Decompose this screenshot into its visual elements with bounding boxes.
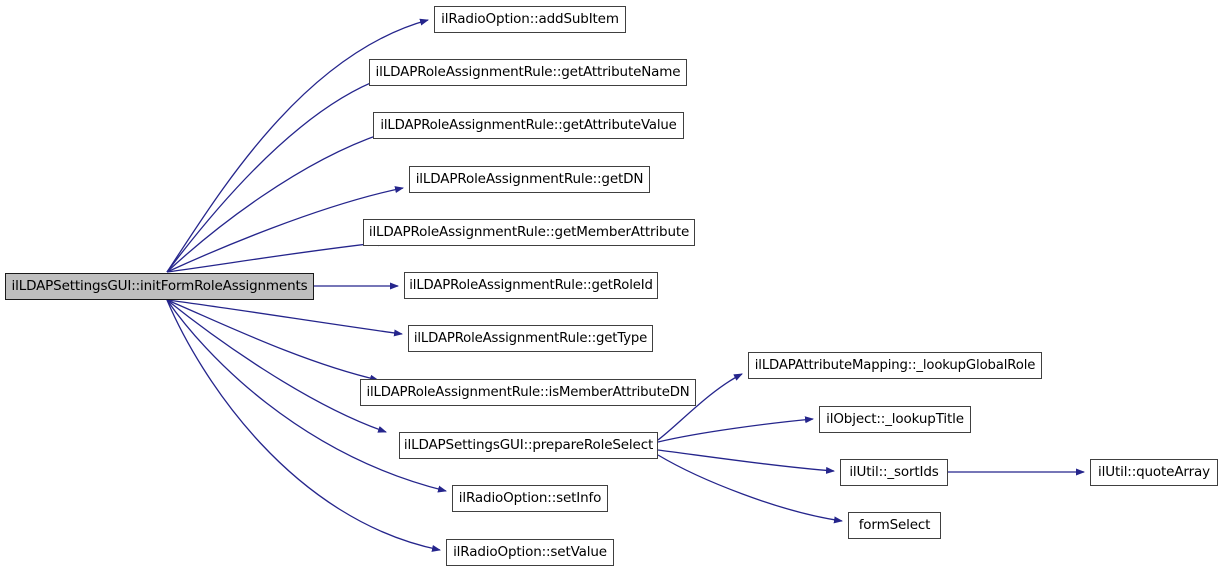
graph-node-label: ilUtil::quoteArray [1098,463,1210,480]
graph-node-getDN[interactable]: ilLDAPRoleAssignmentRule::getDN [409,166,650,193]
graph-node-sortIds[interactable]: ilUtil::_sortIds [840,459,948,486]
call-edge [657,416,814,443]
call-edge [166,239,387,273]
call-edge [166,299,403,337]
graph-node-lookupTitle[interactable]: ilObject::_lookupTitle [819,406,971,433]
call-edge [166,299,387,433]
graph-node-label: ilLDAPAttributeMapping::_lookupGlobalRol… [754,357,1036,373]
graph-node-setValue[interactable]: ilRadioOption::setValue [446,539,614,566]
call-edge [166,299,379,382]
graph-node-setInfo[interactable]: ilRadioOption::setInfo [452,485,608,512]
graph-node-getRoleId[interactable]: ilLDAPRoleAssignmentRule::getRoleId [404,272,658,299]
graph-node-label: ilUtil::_sortIds [849,463,939,480]
call-edge [657,454,843,524]
graph-node-lookupGlobalRole[interactable]: ilLDAPAttributeMapping::_lookupGlobalRol… [748,352,1042,379]
graph-node-label: ilLDAPSettingsGUI::initFormRoleAssignmen… [11,277,308,294]
graph-node-label: ilLDAPRoleAssignmentRule::getType [413,330,648,346]
call-edge [166,131,388,273]
call-edge [166,77,384,273]
graph-node-label: formSelect [858,516,931,533]
call-edge [166,299,441,552]
graph-node-addSubItem[interactable]: ilRadioOption::addSubItem [434,6,626,33]
graph-node-label: ilLDAPRoleAssignmentRule::getRoleId [409,277,653,293]
graph-node-label: ilRadioOption::addSubItem [441,10,619,27]
graph-node-quoteArray[interactable]: ilUtil::quoteArray [1090,459,1218,486]
graph-node-getAttributeName[interactable]: ilLDAPRoleAssignmentRule::getAttributeNa… [369,59,687,86]
graph-node-label: ilLDAPRoleAssignmentRule::getMemberAttri… [368,223,690,240]
call-edge [657,449,835,474]
graph-node-getAttributeValue[interactable]: ilLDAPRoleAssignmentRule::getAttributeVa… [373,112,684,139]
graph-node-prepareRoleSelect[interactable]: ilLDAPSettingsGUI::prepareRoleSelect [399,432,658,459]
graph-node-getType[interactable]: ilLDAPRoleAssignmentRule::getType [408,325,653,352]
graph-node-initFormRoleAssignments[interactable]: ilLDAPSettingsGUI::initFormRoleAssignmen… [5,273,314,300]
graph-node-formSelect[interactable]: formSelect [848,512,941,539]
graph-node-label: ilLDAPSettingsGUI::prepareRoleSelect [403,436,654,453]
graph-node-label: ilRadioOption::setInfo [458,489,602,506]
graph-node-isMemberAttributeDN[interactable]: ilLDAPRoleAssignmentRule::isMemberAttrib… [360,379,696,406]
graph-node-getMemberAttribute[interactable]: ilLDAPRoleAssignmentRule::getMemberAttri… [363,219,695,246]
graph-node-label: ilLDAPRoleAssignmentRule::getAttributeNa… [375,63,681,80]
graph-node-label: ilLDAPRoleAssignmentRule::isMemberAttrib… [366,384,690,400]
graph-node-label: ilObject::_lookupTitle [826,410,964,427]
graph-node-label: ilLDAPRoleAssignmentRule::getDN [415,170,644,187]
graph-node-label: ilLDAPRoleAssignmentRule::getAttributeVa… [380,117,677,133]
graph-node-label: ilRadioOption::setValue [453,543,607,560]
